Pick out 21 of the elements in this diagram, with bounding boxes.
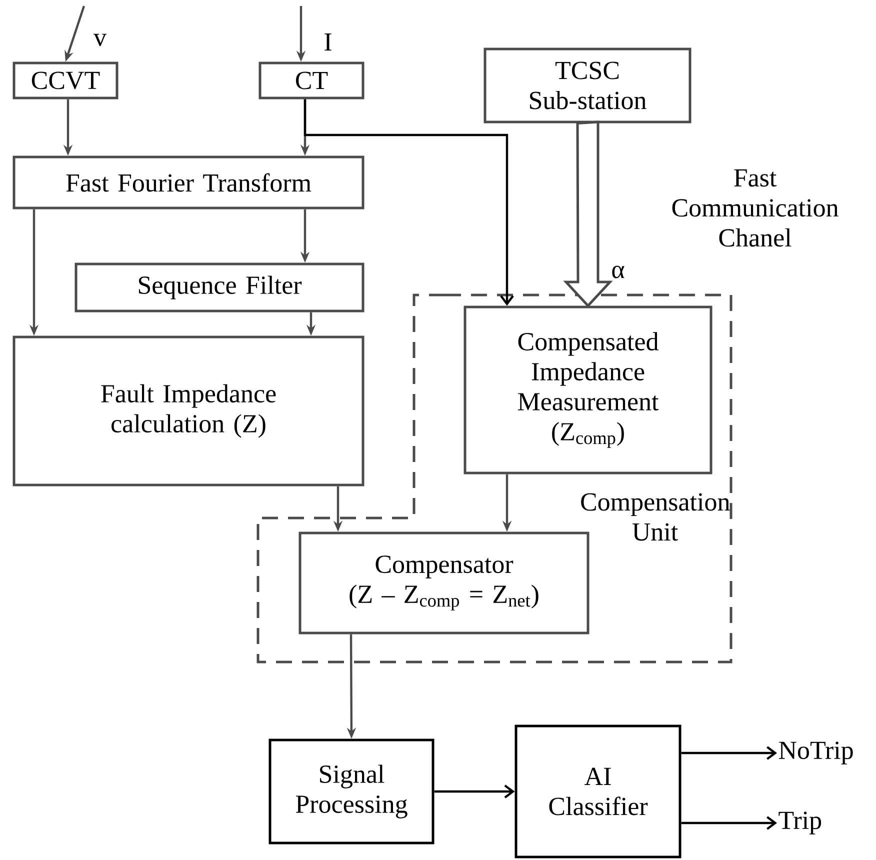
arrow (434, 784, 515, 798)
output-label: Trip (778, 812, 822, 834)
arrow (681, 816, 777, 830)
process-box: Fast Fourier Transform (12, 156, 364, 210)
block-arrow (563, 120, 613, 308)
arrow (304, 99, 514, 306)
process-box: Sequence Filter (74, 262, 364, 312)
output-label: NoTrip (778, 742, 853, 764)
process-box: Compensator (Z – Z$_{comp}$ = Z$_{net}$) (298, 532, 590, 634)
process-box: Fault Impedance calculation (Z) (12, 336, 364, 486)
channel-label: Fast Communication Chanel (672, 169, 838, 247)
substation-box: TCSC Sub-station (484, 48, 692, 124)
edge-label: α (610, 264, 626, 280)
sensor-box: CCVT (12, 62, 118, 100)
sensor-box: CT (258, 62, 364, 100)
edge-label: v (92, 32, 108, 48)
classifier-box: AI Classifier (514, 724, 682, 858)
arrow (681, 746, 777, 760)
process-box: Signal Processing (268, 738, 434, 844)
process-box: Compensated Impedance Measurement (Z$_{comp}$) (464, 306, 712, 474)
edge-label: I (322, 32, 334, 52)
